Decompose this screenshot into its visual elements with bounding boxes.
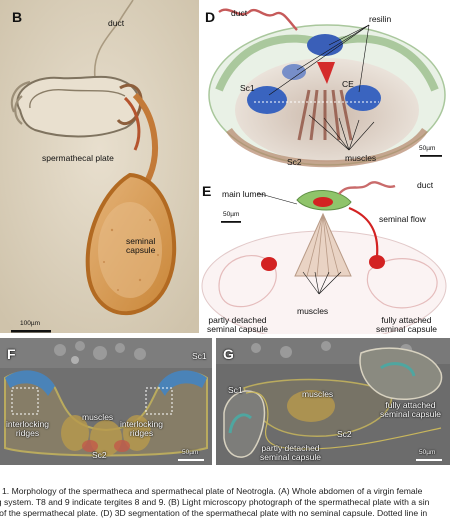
panel-g-letter: G xyxy=(223,346,234,362)
panel-d-sc2-label: Sc2 xyxy=(287,157,302,167)
panel-d-muscles-label: muscles xyxy=(345,153,377,163)
panel-b: B duct spermathecal plate seminal capsul… xyxy=(0,0,199,333)
panel-d-letter: D xyxy=(205,9,216,25)
panel-b-seminal-capsule-label: seminal capsule xyxy=(126,237,155,255)
panel-b-seminal-text: seminal xyxy=(126,236,156,246)
panel-f-interlocking-left-2: ridges xyxy=(15,427,40,438)
panel-e-scale-label: 50µm xyxy=(223,211,240,218)
panel-f-interlocking-left-1: interlocking xyxy=(6,419,49,429)
panel-f-micrograph xyxy=(0,338,212,465)
panel-b-micrograph xyxy=(0,0,199,333)
panel-g-partly-text-1: partly detached xyxy=(261,443,320,453)
caption-line-1: re 1. Morphology of the spermatheca and … xyxy=(0,486,423,496)
panel-f: F Sc1 muscles interlocking ridges interl… xyxy=(0,338,212,465)
caption-line-3: e of the spermathecal plate. (D) 3D segm… xyxy=(0,508,428,519)
panel-d-render xyxy=(208,8,446,168)
panel-e-partly-text-1: partly detached xyxy=(208,315,267,325)
panel-g-fully-text-2: seminal capsule xyxy=(380,408,441,419)
panel-g-scale-label: 50µm xyxy=(419,449,436,456)
panel-g-sc2-label: Sc2 xyxy=(337,429,352,439)
panel-e-fully-text-1: fully attached xyxy=(381,315,432,325)
panel-d-sc1-label: Sc1 xyxy=(240,83,255,93)
panel-f-interlocking-right-2: ridges xyxy=(129,427,154,438)
panel-f-sc2-label: Sc2 xyxy=(92,450,107,460)
panel-g-sc1-label: Sc1 xyxy=(228,385,243,395)
figure-caption: re 1. Morphology of the spermatheca and … xyxy=(0,486,450,523)
panel-f-sc1-label: Sc1 xyxy=(192,351,207,361)
panel-g-partly-detached-label: partly detached seminal capsule xyxy=(260,444,321,462)
panel-e-main-lumen-label: main lumen xyxy=(222,189,266,199)
panel-f-scale-label: 50µm xyxy=(182,449,199,456)
panel-d-duct-label: duct xyxy=(231,8,248,18)
panel-d: D duct resilin Sc1 CE Sc2 muscles 50µm xyxy=(199,0,450,176)
panel-e-fully-text-2: seminal capsule xyxy=(376,323,437,334)
caption-line-2: ng system. T8 and 9 indicate tergites 8 … xyxy=(0,497,430,508)
panel-g-micrograph xyxy=(216,338,450,465)
panel-d-resilin-label: resilin xyxy=(369,14,392,24)
panel-d-ce-label: CE xyxy=(342,79,354,89)
panel-g-fully-text-1: fully attached xyxy=(385,400,436,410)
panel-b-spermathecal-plate-label: spermathecal plate xyxy=(42,153,114,163)
panel-e-duct-label: duct xyxy=(417,180,434,190)
panel-e-partly-text-2: seminal capsule xyxy=(207,323,268,334)
panel-g-partly-text-2: seminal capsule xyxy=(260,451,321,462)
panel-f-interlocking-right-1: interlocking xyxy=(120,419,163,429)
panel-f-muscles-label: muscles xyxy=(82,412,114,422)
panel-b-letter: B xyxy=(12,9,23,25)
panel-d-scale-label: 50µm xyxy=(419,145,436,152)
panel-b-scale-label: 100µm xyxy=(20,320,41,327)
panel-e-fully-attached-label: fully attached seminal capsule xyxy=(376,316,437,334)
panel-e-render xyxy=(201,181,447,334)
panel-b-duct-label: duct xyxy=(108,18,125,28)
panel-e-muscles-label: muscles xyxy=(297,306,329,316)
panel-f-interlocking-left-label: interlocking ridges xyxy=(6,420,49,438)
panel-e-letter: E xyxy=(202,183,212,199)
panel-e-partly-detached-label: partly detached seminal capsule xyxy=(207,316,268,334)
panel-g-fully-attached-label: fully attached seminal capsule xyxy=(380,401,441,419)
panel-e-seminal-flow-label: seminal flow xyxy=(379,214,426,224)
panel-f-interlocking-right-label: interlocking ridges xyxy=(120,420,163,438)
panel-e: E main lumen duct seminal flow muscles p… xyxy=(199,176,450,334)
panel-g-muscles-label: muscles xyxy=(302,389,334,399)
panel-g: G Sc1 muscles fully attached seminal cap… xyxy=(216,338,450,465)
panel-b-capsule-text: capsule xyxy=(126,244,156,255)
panel-f-letter: F xyxy=(7,346,16,362)
